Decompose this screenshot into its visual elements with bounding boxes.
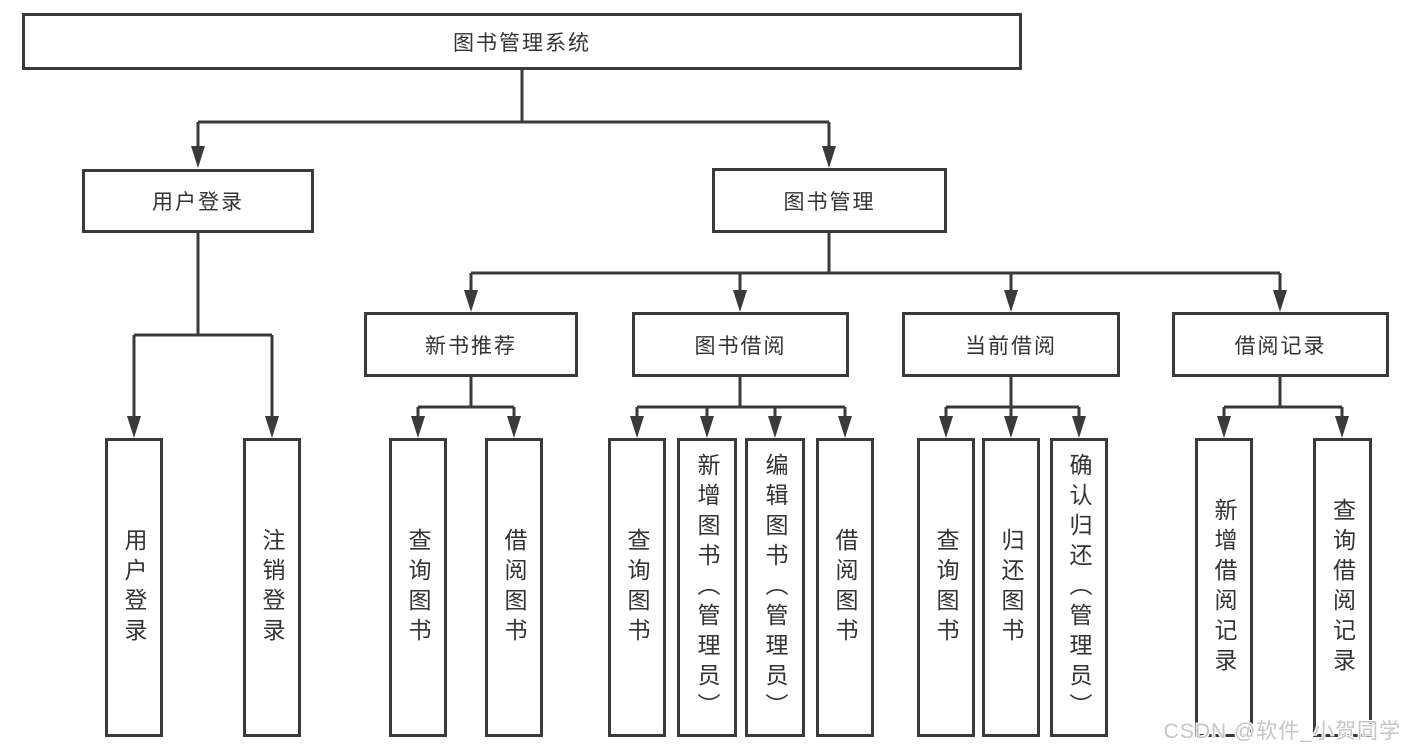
node-book-management: 图书管理 — [712, 168, 947, 233]
node-library-management-system: 图书管理系统 — [22, 13, 1022, 70]
node-book-borrowing: 图书借阅 — [632, 312, 849, 377]
node-new-book-recommend: 新书推荐 — [364, 312, 578, 377]
node-leaf-borrowing-add-books-admin: 新增图书（管理员） — [677, 438, 737, 737]
node-leaf-user-login: 用户登录 — [105, 438, 163, 737]
node-current-borrowing: 当前借阅 — [902, 312, 1120, 377]
node-leaf-logout: 注销登录 — [243, 438, 301, 737]
node-user-login: 用户登录 — [82, 169, 314, 233]
node-leaf-records-add-record: 新增借阅记录 — [1195, 438, 1253, 737]
node-leaf-recommend-query-books: 查询图书 — [389, 438, 447, 737]
node-borrowing-records: 借阅记录 — [1172, 312, 1389, 377]
node-leaf-current-query-books: 查询图书 — [917, 438, 975, 737]
node-leaf-borrowing-borrow-books: 借阅图书 — [816, 438, 874, 737]
node-leaf-borrowing-query-books: 查询图书 — [608, 438, 666, 737]
node-leaf-recommend-borrow-books: 借阅图书 — [485, 438, 543, 737]
node-leaf-current-confirm-return-admin: 确认归还（管理员） — [1050, 438, 1108, 737]
csdn-watermark: CSDN @软件_小贺同学 — [1163, 720, 1401, 743]
node-leaf-records-query-record: 查询借阅记录 — [1313, 438, 1372, 737]
node-leaf-current-return-books: 归还图书 — [982, 438, 1040, 737]
node-leaf-borrowing-edit-books-admin: 编辑图书（管理员） — [745, 438, 805, 737]
